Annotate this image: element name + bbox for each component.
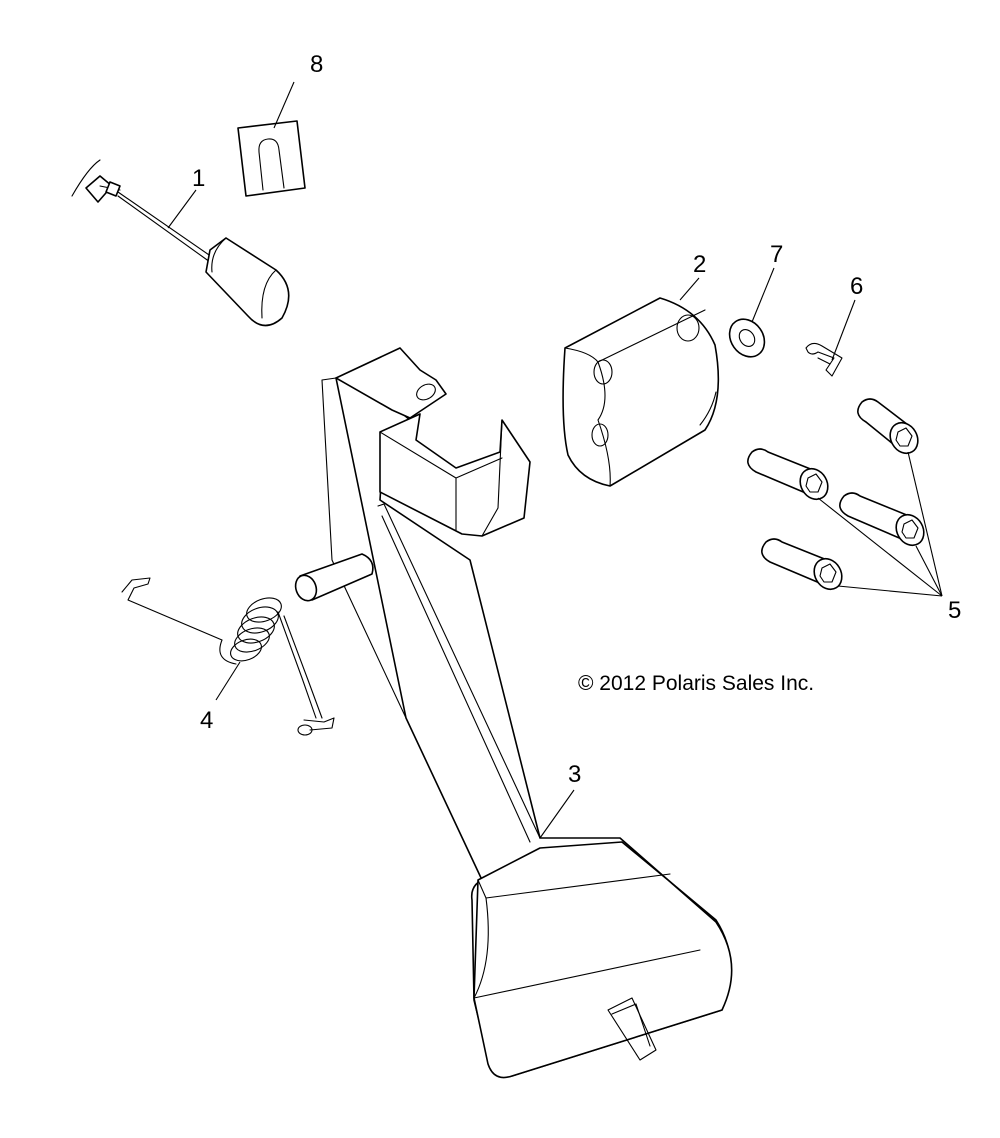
bolt-c [839,492,925,547]
leader-lines [167,81,943,839]
callout-2: 2 [693,251,706,278]
callout-6: 6 [850,273,863,300]
part-8-shim-plate [237,120,306,197]
callout-3: 3 [568,761,581,788]
bolt-d [761,538,843,591]
part-6-clip [805,342,843,377]
part-2-damper-block [562,297,720,487]
callout-5: 5 [948,597,961,624]
part-4-torsion-spring [121,577,335,736]
callout-4: 4 [200,707,213,734]
copyright-notice: © 2012 Polaris Sales Inc. [578,672,814,695]
part-7-washer [728,318,766,358]
part-3-pedal-assembly [321,347,733,1079]
callout-7: 7 [770,241,783,268]
callout-8: 8 [310,51,323,78]
callout-1: 1 [192,165,205,192]
part-5-bolts [747,398,925,591]
bolt-a [857,398,919,455]
part-1-sensor-cable [71,159,290,327]
bolt-b [747,448,829,501]
pivot-pin [294,553,374,602]
